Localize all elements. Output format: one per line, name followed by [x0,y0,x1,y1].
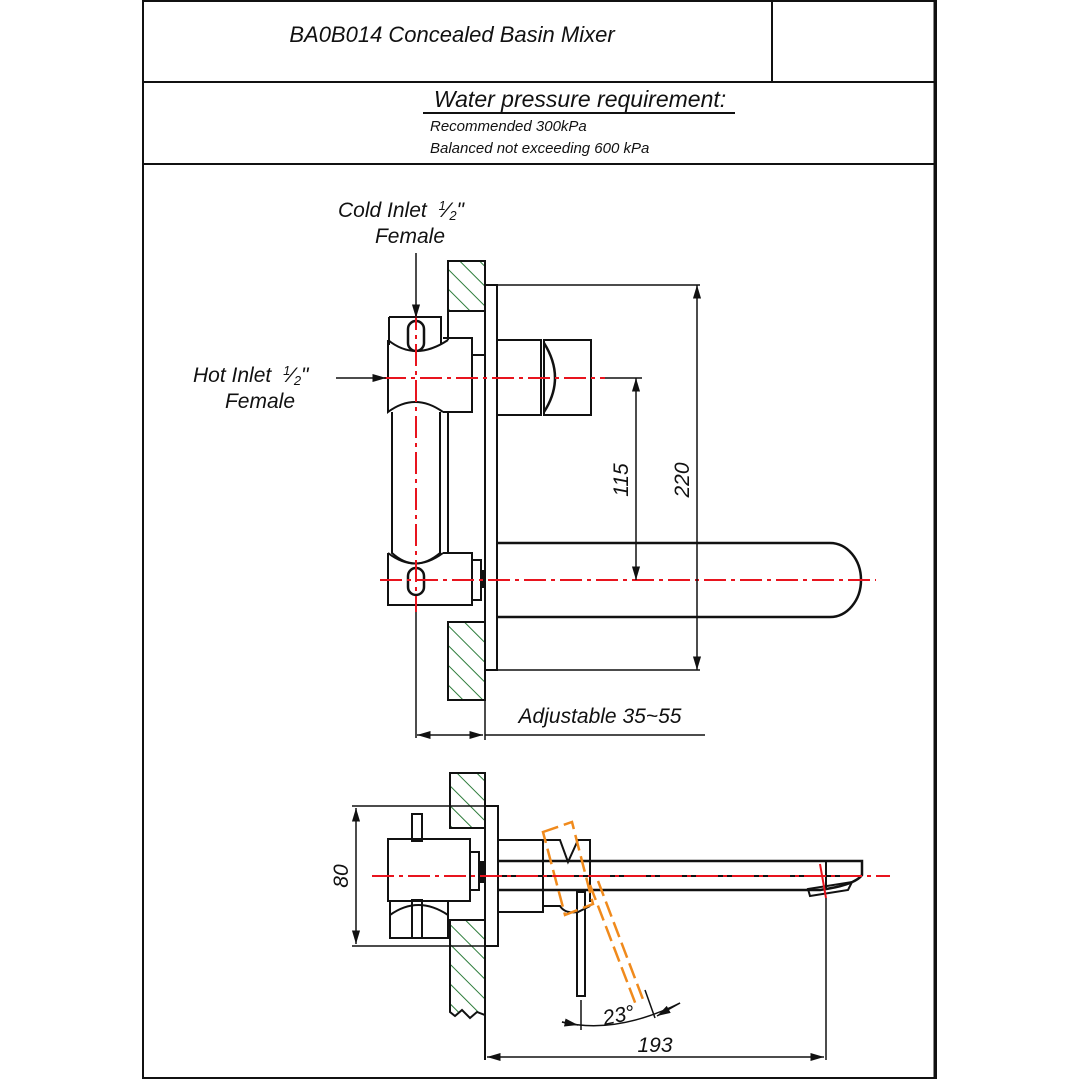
dim-label-193: 193 [637,1034,672,1057]
hot-inlet-label: Hot Inlet 1⁄2" Female [193,363,310,413]
cold-inlet-text: Cold Inlet [338,199,428,222]
handle-swing-lever-right [596,880,646,1003]
handle-lever-side [543,839,591,902]
wall-section-bottom [447,621,486,701]
upper-body-block [443,337,473,413]
pressure-line-max: Balanced not exceeding 600 kPa [430,140,649,157]
wall-section-upper [449,772,486,829]
cold-inlet-saddle [387,339,449,352]
dim-label-23: 23° [600,1001,637,1030]
pressure-line-recommended: Recommended 300kPa [430,118,587,135]
svg-text:Cold Inlet 1⁄2": Cold Inlet 1⁄2" [338,198,466,223]
cold-inlet-cap [389,316,442,345]
cold-inlet-type: Female [375,225,445,248]
handle-swing-head [541,820,595,917]
valve-body-side [387,838,471,902]
dim-label-220: 220 [671,462,694,498]
aerator-axis [819,863,827,899]
pressure-heading: Water pressure requirement: [434,86,726,112]
hot-inlet-text: Hot Inlet [193,364,272,387]
front-centerlines [380,308,876,612]
wall-section-lower [449,919,486,1020]
handle-swing-lever-left [588,884,638,1006]
wall-section-top [447,260,486,312]
handle-swing-outline [541,820,646,1006]
dim-label-80: 80 [330,864,353,888]
hot-inlet-saddle [389,904,449,916]
svg-text:Hot Inlet 1⁄2": Hot Inlet 1⁄2" [193,363,310,388]
cold-inlet-label: Cold Inlet 1⁄2" Female [338,198,466,248]
aerator [806,880,854,898]
dim-label-adjustable: Adjustable 35~55 [517,705,682,728]
wall-plate [484,284,498,671]
drawing-title: BA0B014 Concealed Basin Mixer [289,22,616,47]
lower-body-block [387,552,473,606]
dim-label-115: 115 [610,463,633,497]
cold-inlet-stub [411,813,423,842]
hot-inlet-type: Female [225,390,295,413]
sheet-border [142,0,937,1079]
handle-lever [576,891,586,997]
title-block [142,0,937,1079]
side-dimensions [351,808,827,1062]
front-dimensions [336,253,705,740]
